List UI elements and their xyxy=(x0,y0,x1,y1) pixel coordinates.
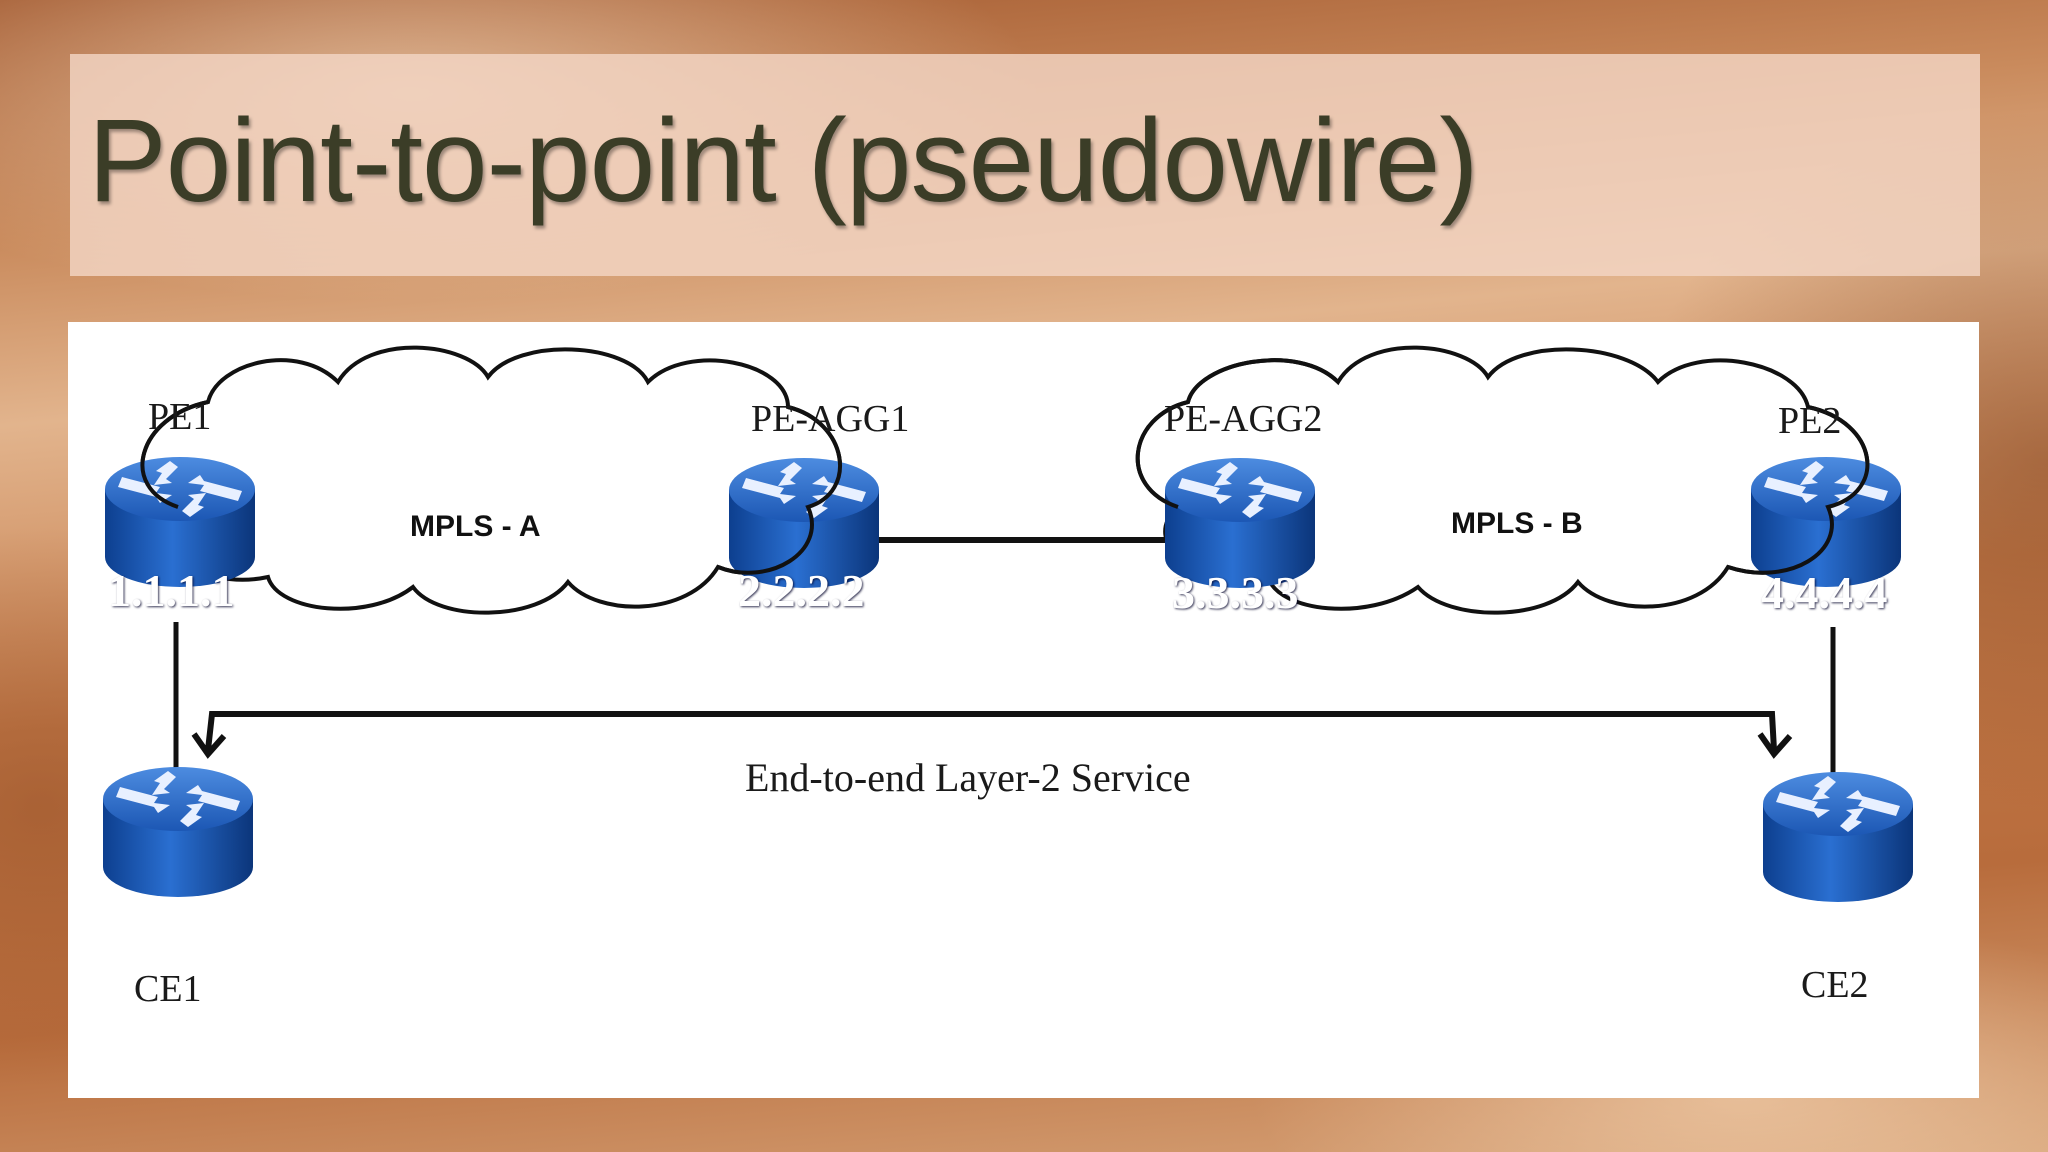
label-pe2: PE2 xyxy=(1778,400,1842,442)
label-ce1: CE1 xyxy=(134,968,202,1010)
router-ce1 xyxy=(103,767,253,897)
cloud-b-edge-overlay xyxy=(1135,358,1870,575)
service-label: End-to-end Layer-2 Service xyxy=(745,755,1191,800)
diagram-canvas xyxy=(103,345,1913,902)
service-arrow xyxy=(191,711,1793,759)
cloud-label-mpls-a: MPLS - A xyxy=(410,510,541,543)
ip-pe2: 4.4.4.4 xyxy=(1761,567,1888,618)
cloud-label-mpls-b: MPLS - B xyxy=(1451,507,1583,540)
ip-pe-agg1: 2.2.2.2 xyxy=(738,565,865,616)
title-band: Point-to-point (pseudowire) xyxy=(70,54,1980,276)
label-ce2: CE2 xyxy=(1801,964,1869,1006)
label-pe-agg2: PE-AGG2 xyxy=(1164,398,1323,440)
label-pe-agg1: PE-AGG1 xyxy=(751,398,910,440)
slide-title: Point-to-point (pseudowire) xyxy=(88,95,1479,227)
ip-pe-agg2: 3.3.3.3 xyxy=(1172,567,1299,618)
network-diagram: PE1 PE-AGG1 PE-AGG2 PE2 CE1 CE2 MPLS - A… xyxy=(68,322,1979,1098)
cloud-a-edge-overlay xyxy=(140,400,843,575)
label-pe1: PE1 xyxy=(148,396,212,438)
ip-pe1: 1.1.1.1 xyxy=(108,565,235,616)
router-ce2 xyxy=(1763,772,1913,902)
